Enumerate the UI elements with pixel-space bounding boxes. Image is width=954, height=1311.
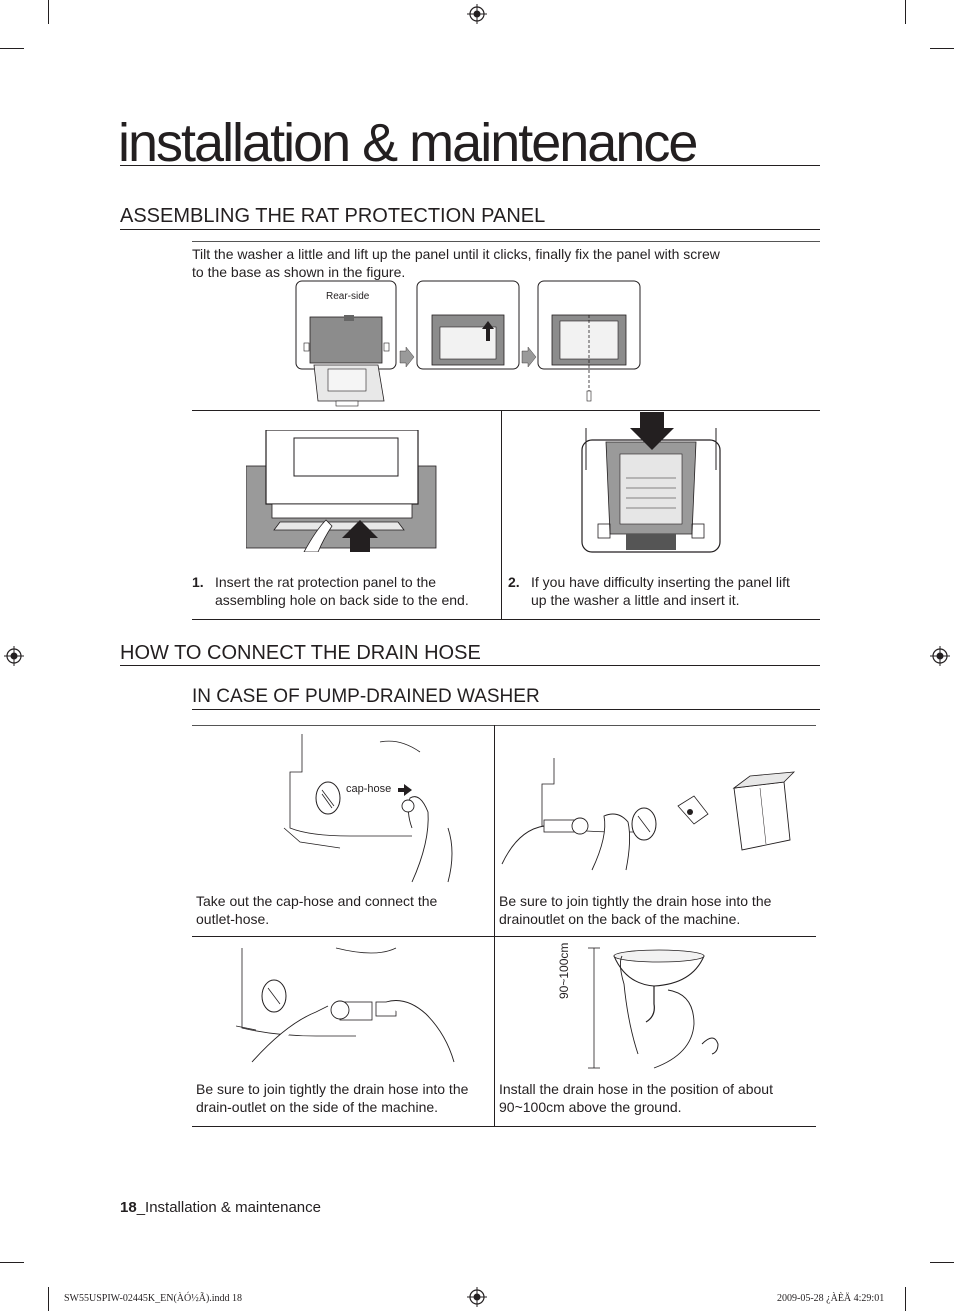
side-drain-illustration [236, 947, 455, 1063]
intro-text: Tilt the washer a little and lift up the… [192, 245, 792, 281]
table-divider [501, 410, 502, 619]
grid-rule [192, 1126, 816, 1127]
intro-rule [192, 241, 820, 242]
page-number: 18 [120, 1199, 137, 1216]
table-rule [192, 410, 820, 411]
registration-mark-icon [467, 4, 487, 24]
step-number: 1. [192, 574, 204, 590]
grid-divider [494, 725, 495, 1126]
crop-mark [0, 48, 24, 49]
cap-hose-illustration [283, 734, 453, 883]
washer-rear-illustration [295, 280, 397, 407]
crop-mark [0, 1262, 24, 1263]
insert-panel-illustration [246, 430, 437, 552]
lift-washer-illustration [581, 412, 721, 553]
step-text: If you have difficulty inserting the pan… [531, 573, 790, 609]
step-line: If you have difficulty inserting the pan… [531, 574, 790, 590]
intro-line: to the base as shown in the figure. [192, 264, 406, 280]
section-heading-drain-hose: HOW TO CONNECT THE DRAIN HOSE [120, 642, 481, 664]
crop-mark [905, 1287, 906, 1311]
cap-hose-label: cap-hose [346, 783, 392, 795]
step-2: 2. If you have difficulty inserting the … [508, 573, 818, 613]
up-arrow-icon [342, 520, 378, 552]
grid-rule [192, 936, 816, 937]
registration-mark-icon [930, 646, 950, 666]
height-label: 90~100cm [557, 942, 571, 999]
section-heading-rat-panel: ASSEMBLING THE RAT PROTECTION PANEL [120, 205, 546, 227]
page-title: installation & maintenance [118, 113, 698, 173]
washer-rear-illustration [416, 280, 520, 370]
registration-mark-icon [4, 646, 24, 666]
right-arrow-icon [521, 346, 537, 368]
subheading-pump-drained: IN CASE OF PUMP-DRAINED WASHER [192, 686, 540, 707]
down-arrow-icon [630, 412, 674, 450]
cell-line: Be sure to join tightly the drain hose i… [499, 893, 772, 909]
section-rule [120, 229, 820, 230]
step-text: Insert the rat protection panel to the a… [215, 573, 469, 609]
step-number: 2. [508, 574, 520, 590]
section-rule [120, 665, 820, 666]
step-line: up the washer a little and insert it. [531, 592, 740, 608]
crop-mark [48, 0, 49, 24]
cell-line: Be sure to join tightly the drain hose i… [196, 1081, 469, 1097]
cell-line: Take out the cap-hose and connect the [196, 893, 438, 909]
step-1: 1. Insert the rat protection panel to th… [192, 573, 492, 613]
cell-line: Install the drain hose in the position o… [499, 1081, 773, 1097]
cell-line: drain-outlet on the side of the machine. [196, 1099, 439, 1115]
drain-cell-text: Be sure to join tightly the drain hose i… [499, 892, 814, 928]
rat-panel-sequence-illustration: Rear-side [295, 280, 641, 407]
slug-filename: SW55USPIW-02445K_EN(ÀÓ½Ã).indd 18 [64, 1293, 243, 1304]
intro-line: Tilt the washer a little and lift up the… [192, 246, 720, 262]
cell-line: 90~100cm above the ground. [499, 1099, 682, 1115]
right-arrow-icon [399, 346, 415, 368]
cell-line: drainoutlet on the back of the machine. [499, 911, 741, 927]
crop-mark [905, 0, 906, 24]
table-top-rule [192, 725, 816, 726]
crop-mark [48, 1287, 49, 1311]
footer-section-label: _Installation & maintenance [136, 1199, 321, 1216]
crop-mark [930, 1262, 954, 1263]
subsection-rule [192, 709, 820, 710]
drain-cell-text: Install the drain hose in the position o… [499, 1080, 814, 1116]
washer-rear-illustration [537, 280, 641, 402]
registration-mark-icon [467, 1287, 487, 1307]
drain-cell-text: Be sure to join tightly the drain hose i… [196, 1080, 488, 1116]
step-line: Insert the rat protection panel to the [215, 574, 437, 590]
rear-side-label: Rear-side [326, 291, 370, 302]
step-line: assembling hole on back side to the end. [215, 592, 469, 608]
right-arrow-icon [398, 784, 412, 796]
slug-timestamp: 2009-05-28 ¿ÀÈÄ 4:29:01 [777, 1293, 885, 1304]
table-rule [192, 619, 820, 620]
title-rule [120, 165, 820, 166]
rear-drain-illustration [501, 758, 796, 871]
sink-height-illustration [588, 947, 719, 1069]
page-footer: 18_Installation & maintenance [120, 1199, 321, 1216]
crop-mark [930, 48, 954, 49]
cell-line: outlet-hose. [196, 911, 270, 927]
drain-cell-text: Take out the cap-hose and connect the ou… [196, 892, 488, 928]
